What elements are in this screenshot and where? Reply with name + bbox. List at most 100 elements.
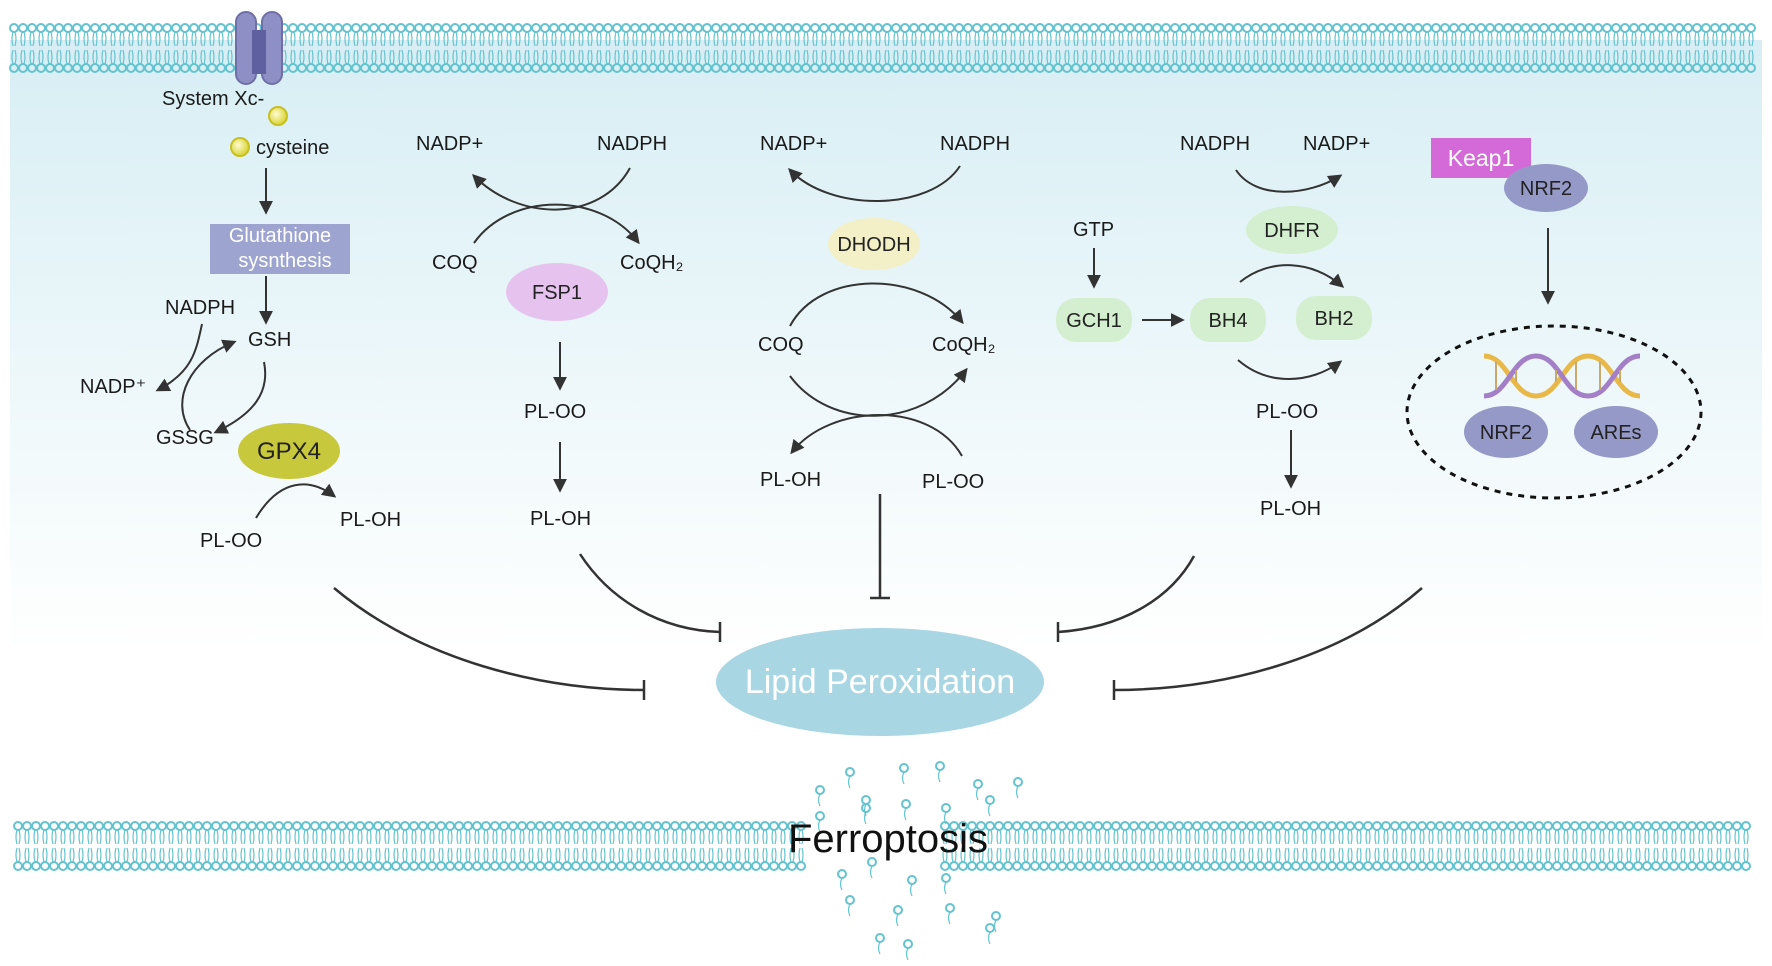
phospholipid-head — [1701, 23, 1711, 33]
phospholipid-tail — [1419, 829, 1425, 845]
bh2-label: BH2 — [1315, 308, 1354, 330]
phospholipid-tail — [884, 49, 890, 65]
phospholipid-tail — [1109, 31, 1115, 47]
phospholipid-tail — [186, 847, 192, 863]
phospholipid-tail — [776, 49, 782, 65]
phospholipid-tail — [1041, 847, 1047, 863]
phospholipid-head — [1273, 821, 1283, 831]
phospholipid-tail — [821, 31, 827, 47]
phospholipid-tail — [1545, 847, 1551, 863]
pl-oh-label: PL-OH — [530, 508, 591, 530]
system-xc-transporter — [235, 11, 283, 85]
phospholipid-tail — [110, 31, 116, 47]
phospholipid-tail — [159, 847, 165, 863]
phospholipid-tail — [38, 31, 44, 47]
phospholipid-head — [436, 821, 446, 831]
phospholipid-head — [544, 861, 554, 871]
phospholipid-tail — [87, 847, 93, 863]
phospholipid-tail — [1541, 31, 1547, 47]
phospholipid-head — [724, 861, 734, 871]
phospholipid-head — [715, 861, 725, 871]
arrow — [472, 167, 631, 211]
phospholipid-tail — [335, 49, 341, 65]
phospholipid-tail — [11, 49, 17, 65]
phospholipid-tail — [146, 31, 152, 47]
phospholipid-tail — [1730, 31, 1736, 47]
free-phospholipid — [845, 895, 855, 905]
phospholipid-tail — [1145, 49, 1151, 65]
phospholipid-head — [121, 861, 131, 871]
phospholipid-tail — [24, 829, 30, 845]
phospholipid-tail — [1316, 49, 1322, 65]
phospholipid-tail — [551, 31, 557, 47]
phospholipid-head — [1138, 821, 1148, 831]
phospholipid-tail — [1685, 49, 1691, 65]
phospholipid-tail — [1572, 829, 1578, 845]
phospholipid-tail — [1028, 49, 1034, 65]
phospholipid-tail — [1158, 847, 1164, 863]
phospholipid-tail — [1703, 49, 1709, 65]
phospholipid-head — [724, 821, 734, 831]
free-phospholipid-tail — [909, 883, 913, 897]
phospholipid-tail — [1208, 31, 1214, 47]
phospholipid-head — [625, 861, 635, 871]
phospholipid-tail — [969, 847, 975, 863]
phospholipid-tail — [407, 49, 413, 65]
phospholipid-tail — [1689, 829, 1695, 845]
phospholipid-tail — [33, 847, 39, 863]
phospholipid-head — [1723, 861, 1733, 871]
free-phospholipid-tail — [1015, 785, 1019, 799]
phospholipid-head — [189, 23, 199, 33]
phospholipid-head — [207, 23, 217, 33]
phospholipid-head — [1291, 821, 1301, 831]
phospholipid-tail — [155, 49, 161, 65]
nadph-label: NADPH — [1180, 133, 1250, 155]
phospholipid-head — [1102, 821, 1112, 831]
phospholipid-tail — [150, 829, 156, 845]
phospholipid-tail — [1460, 49, 1466, 65]
phospholipid-tail — [960, 829, 966, 845]
phospholipid-tail — [1257, 829, 1263, 845]
phospholipid-tail — [33, 829, 39, 845]
phospholipid-tail — [425, 49, 431, 65]
phospholipid-tail — [987, 847, 993, 863]
phospholipid-head — [940, 861, 950, 871]
phospholipid-tail — [555, 847, 561, 863]
phospholipid-head — [355, 861, 365, 871]
phospholipid-tail — [92, 49, 98, 65]
phospholipid-head — [490, 861, 500, 871]
phospholipid-tail — [969, 829, 975, 845]
phospholipid-tail — [1406, 49, 1412, 65]
phospholipid-tail — [578, 31, 584, 47]
phospholipid-head — [958, 861, 968, 871]
phospholipid-head — [1471, 821, 1481, 831]
phospholipid-tail — [137, 49, 143, 65]
phospholipid-head — [1278, 23, 1288, 33]
phospholipid-head — [562, 861, 572, 871]
phospholipid-tail — [1559, 49, 1565, 65]
phospholipid-head — [765, 23, 775, 33]
phospholipid-head — [990, 23, 1000, 33]
phospholipid-tail — [875, 31, 881, 47]
phospholipid-tail — [335, 31, 341, 47]
phospholipid-tail — [168, 847, 174, 863]
phospholipid-head — [670, 821, 680, 831]
phospholipid-tail — [528, 829, 534, 845]
phospholipid-tail — [483, 847, 489, 863]
phospholipid-tail — [1010, 31, 1016, 47]
phospholipid-tail — [929, 31, 935, 47]
phospholipid-tail — [1617, 847, 1623, 863]
phospholipid-head — [382, 821, 392, 831]
arrow — [789, 282, 964, 327]
phospholipid-head — [1633, 861, 1643, 871]
phospholipid-tail — [353, 31, 359, 47]
phospholipid-head — [1683, 23, 1693, 33]
phospholipid-head — [1561, 861, 1571, 871]
phospholipid-tail — [1491, 829, 1497, 845]
phospholipid-head — [1188, 23, 1198, 33]
phospholipid-tail — [627, 829, 633, 845]
phospholipid-tail — [1320, 847, 1326, 863]
phospholipid-tail — [596, 49, 602, 65]
phospholipid-head — [346, 821, 356, 831]
phospholipid-head — [553, 861, 563, 871]
